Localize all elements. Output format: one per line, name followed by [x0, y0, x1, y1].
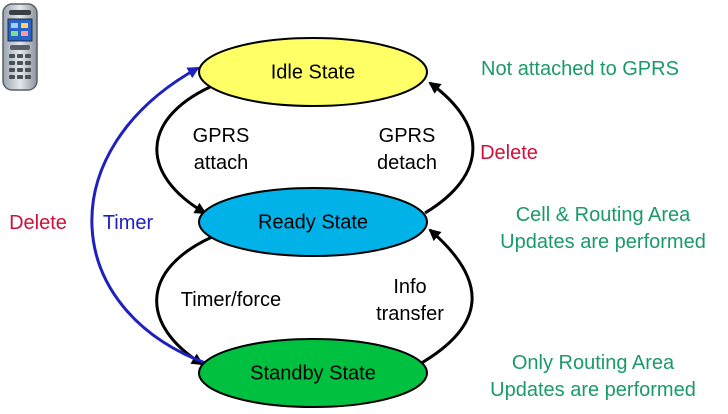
info-transfer-arrow	[417, 228, 474, 367]
gprs-detach-label-line1: GPRS	[379, 125, 436, 147]
idle-state: Idle State	[198, 37, 428, 107]
mobile-phone-icon	[2, 3, 38, 91]
gprs-detach-arrow	[424, 81, 475, 215]
gprs-attach-arrow	[155, 85, 211, 215]
standby-note-line1: Only Routing Area	[512, 352, 675, 374]
ready-note-line1: Cell & Routing Area	[516, 204, 691, 226]
ready-note-line2: Updates are performed	[500, 231, 706, 253]
timer-label: Timer	[103, 212, 154, 234]
delete-right-label: Delete	[480, 142, 538, 164]
ready-state: Ready State	[198, 187, 428, 257]
info-transfer-label-line1: Info	[393, 276, 426, 298]
ready-state-shape	[198, 187, 428, 257]
timer-force-label: Timer/force	[181, 289, 281, 311]
idle-state-label: Idle State	[271, 61, 356, 83]
standby-note-line2: Updates are performed	[490, 379, 696, 401]
gprs-detach-label-line2: detach	[377, 152, 437, 174]
delete-left-label: Delete	[9, 212, 67, 234]
gprs-attach-label-line2: attach	[194, 152, 248, 174]
idle-note: Not attached to GPRS	[481, 58, 679, 80]
idle-state-shape	[198, 37, 428, 107]
gprs-attach-label-line1: GPRS	[193, 125, 250, 147]
standby-state-shape	[198, 338, 428, 408]
timer-force-arrow	[155, 235, 213, 366]
info-transfer-label-line2: transfer	[376, 303, 444, 325]
standby-state: Standby State	[198, 338, 428, 408]
ready-state-label: Ready State	[258, 211, 368, 233]
standby-state-label: Standby State	[250, 362, 376, 384]
timer-arrow	[90, 66, 209, 366]
